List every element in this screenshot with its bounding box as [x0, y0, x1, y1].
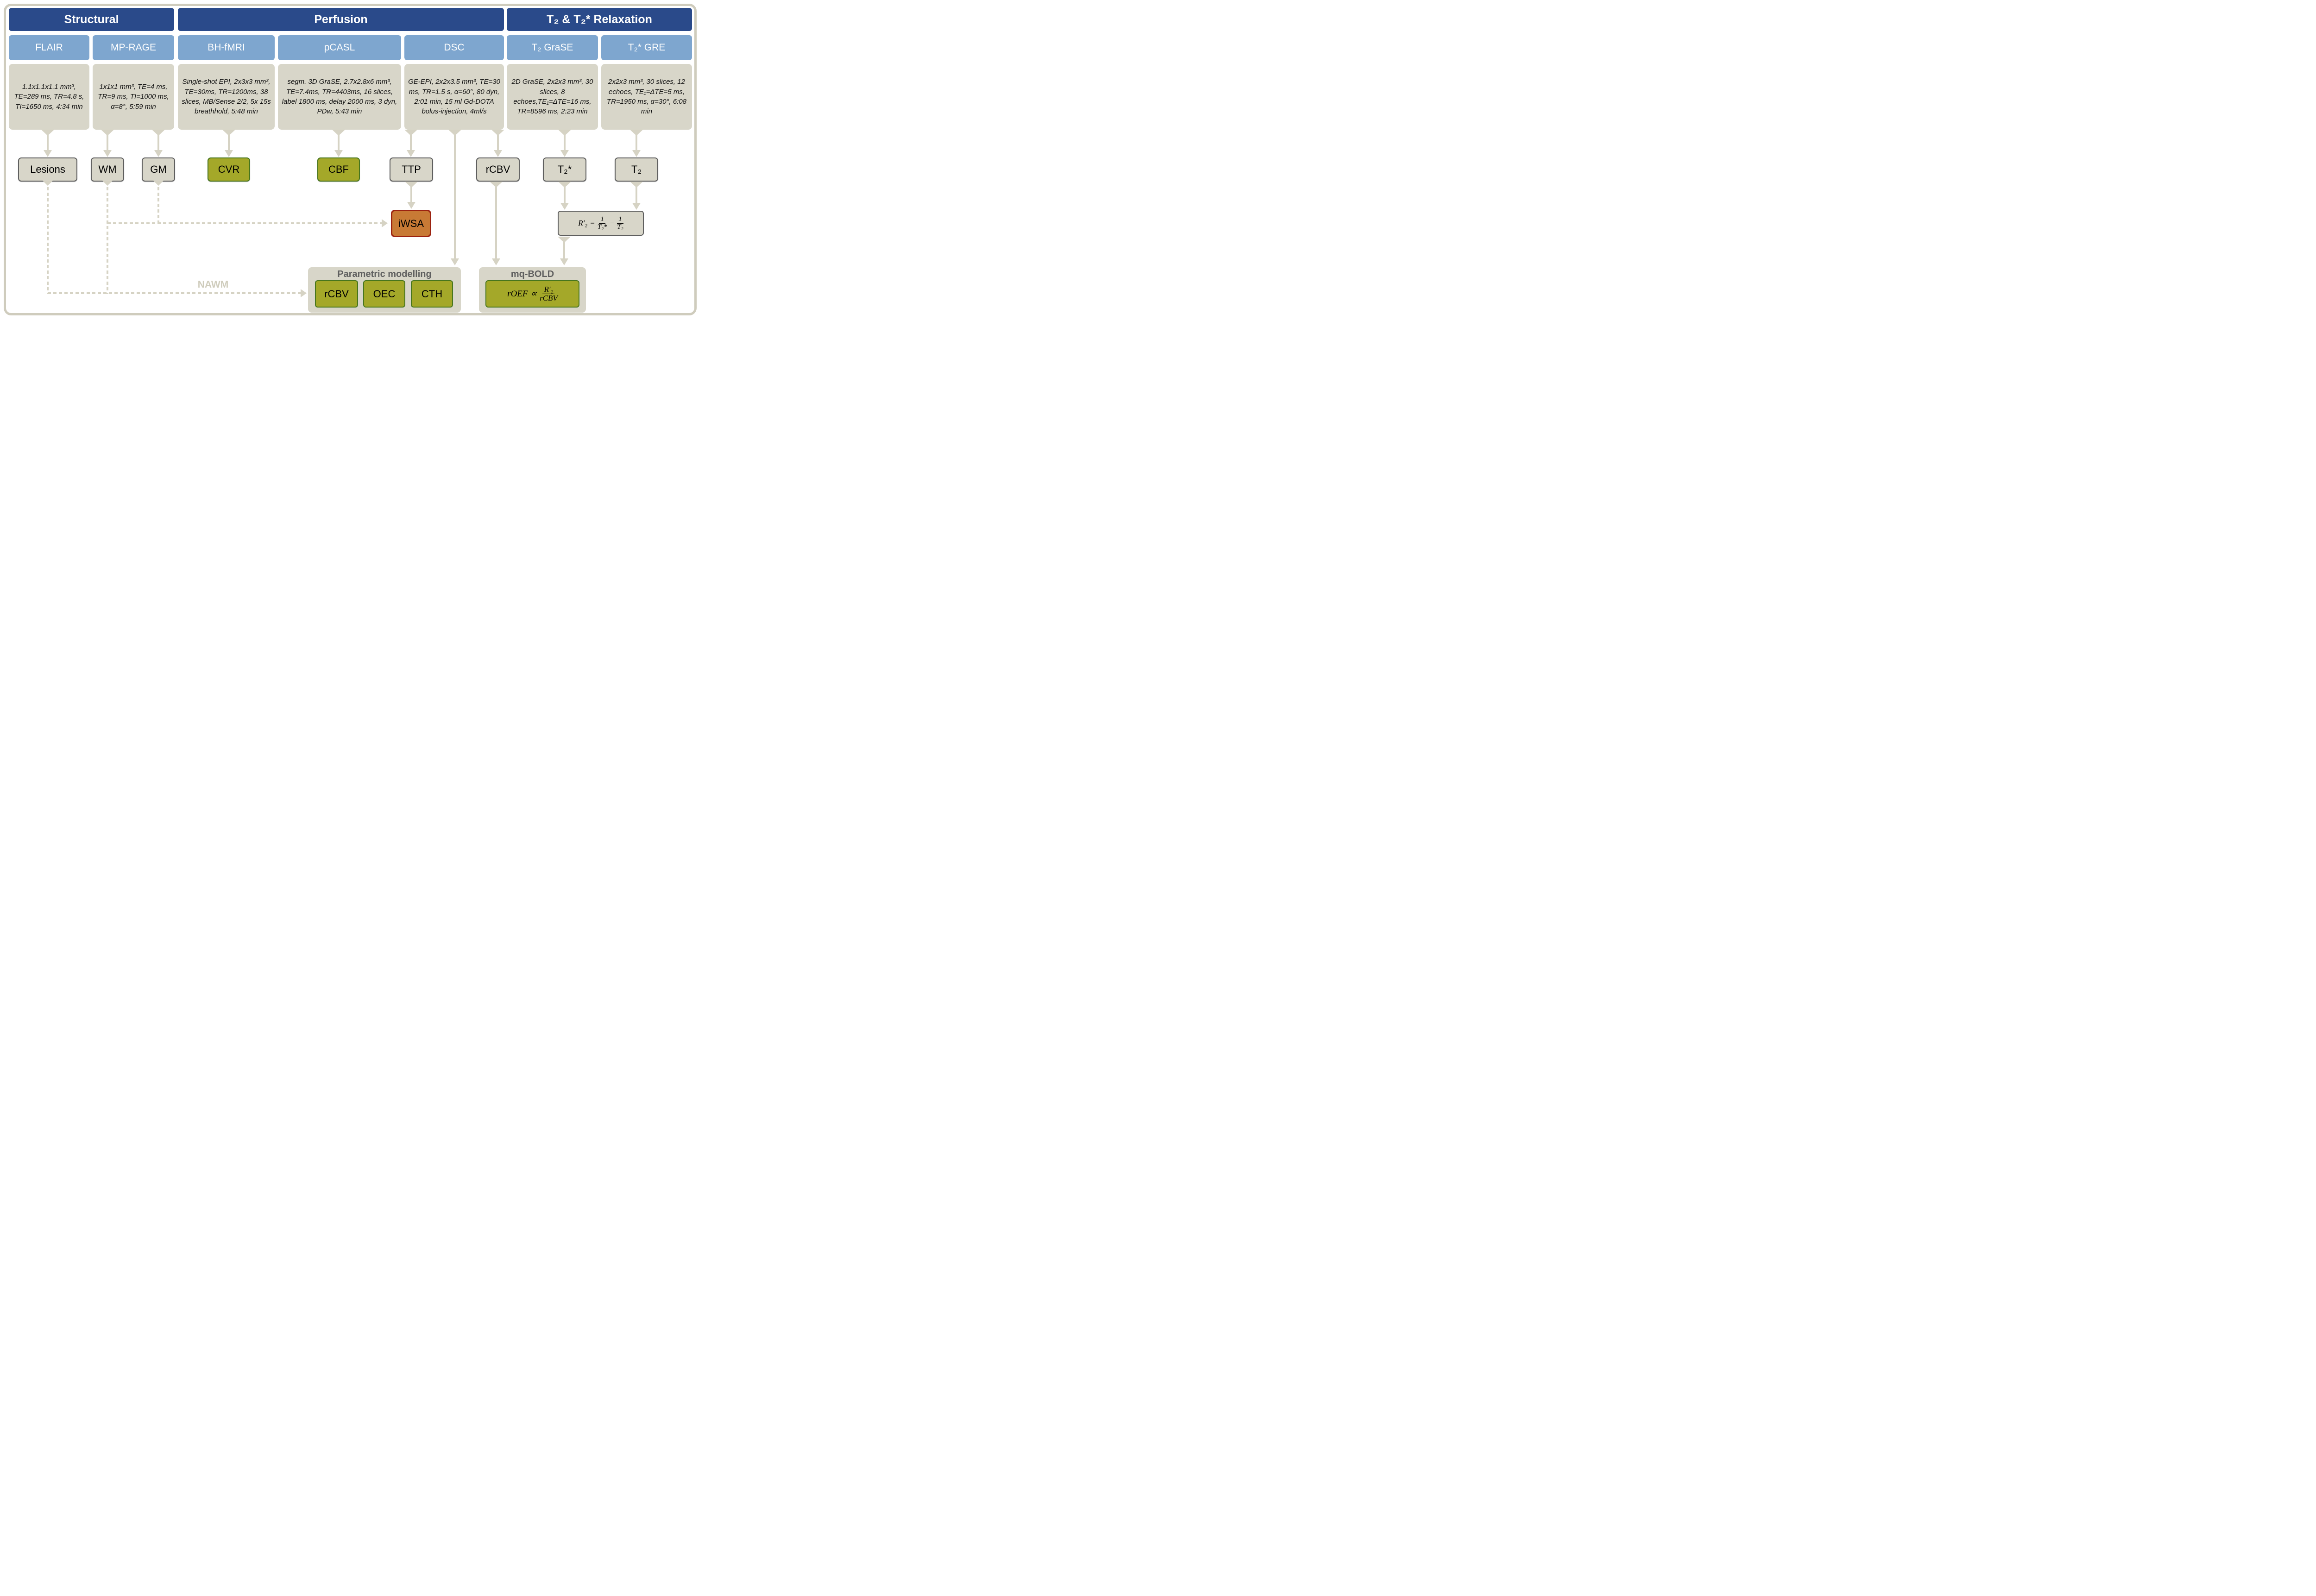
arrow-t2star-eq — [558, 182, 571, 210]
map-box-t2: T₂ — [615, 157, 658, 182]
dash-wm-down — [102, 181, 113, 294]
mqbold-title: mq-BOLD — [510, 269, 554, 279]
map-box-gm: GM — [142, 157, 175, 182]
arrow-dsc-ttp — [404, 130, 417, 157]
arrow-t2grase-t2star — [558, 130, 571, 157]
r2prime-equation-box: R′₂ = 1 T₂* − 1 T₂ — [558, 211, 644, 236]
subheader-pcasl: pCASL — [278, 35, 401, 60]
map-box-wm: WM — [91, 157, 124, 182]
arrow-mprage-wm — [101, 130, 114, 157]
nawm-label: NAWM — [197, 279, 229, 290]
arrow-t2stargre-t2 — [630, 130, 643, 157]
parametric-modelling-panel: Parametric modelling rCBV OEC CTH — [308, 267, 461, 313]
mqbold-eq-propto: ∝ — [530, 289, 537, 299]
mqbold-eq-num: R′₂ — [542, 285, 555, 294]
dash-wmgm-to-iwsa — [107, 219, 388, 227]
mqbold-eq-den: rCBV — [540, 294, 558, 302]
params-mprage: 1x1x1 mm³, TE=4 ms, TR=9 ms, TI=1000 ms,… — [93, 64, 174, 130]
subheader-dsc: DSC — [404, 35, 504, 60]
output-box-oec: OEC — [363, 280, 405, 308]
dash-gm-down — [153, 181, 164, 224]
mri-protocol-diagram: Structural Perfusion T₂ & T₂* Relaxation… — [0, 0, 700, 319]
dash-nawm-to-parametric — [48, 289, 307, 297]
arrow-ttp-iwsa — [405, 182, 418, 209]
header-relaxation: T₂ & T₂* Relaxation — [507, 8, 692, 31]
map-box-lesions: Lesions — [18, 157, 77, 182]
mqbold-panel: mq-BOLD rOEF ∝ R′₂ rCBV — [479, 267, 586, 313]
arrow-dsc-parametric — [448, 130, 461, 265]
eq-lhs: R′₂ — [578, 219, 588, 227]
dash-lesions-down — [43, 181, 53, 294]
map-box-cvr: CVR — [208, 157, 250, 182]
iwsa-box: iWSA — [391, 210, 431, 237]
params-t2grase: 2D GraSE, 2x2x3 mm³, 30 slices, 8 echoes… — [507, 64, 598, 130]
eq-frac2: 1 T₂ — [617, 215, 623, 231]
params-bhfmri: Single-shot EPI, 2x3x3 mm³, TE=30ms, TR=… — [178, 64, 275, 130]
subheader-mprage: MP-RAGE — [93, 35, 174, 60]
params-dsc: GE-EPI, 2x2x3.5 mm³, TE=30 ms, TR=1.5 s,… — [404, 64, 504, 130]
header-structural: Structural — [9, 8, 174, 31]
output-box-cth: CTH — [411, 280, 453, 308]
eq-frac2-den: T₂ — [617, 223, 623, 231]
params-flair: 1.1x1.1x1.1 mm³, TE=289 ms, TR=4.8 s, TI… — [9, 64, 89, 130]
arrow-t2-eq — [630, 182, 643, 210]
map-box-cbf: CBF — [317, 157, 360, 182]
eq-frac1-den: T₂* — [597, 223, 607, 231]
arrow-pcasl-cbf — [332, 130, 345, 157]
header-perfusion: Perfusion — [178, 8, 504, 31]
subheader-t2stargre: T₂* GRE — [601, 35, 692, 60]
mqbold-equation-box: rOEF ∝ R′₂ rCBV — [485, 280, 579, 308]
mqbold-eq-lhs: rOEF — [507, 289, 528, 299]
map-box-t2star: T₂* — [543, 157, 586, 182]
subheader-t2grase: T₂ GraSE — [507, 35, 598, 60]
arrow-mprage-gm — [152, 130, 165, 157]
eq-frac1-num: 1 — [599, 215, 605, 224]
subheader-flair: FLAIR — [9, 35, 89, 60]
mqbold-eq-frac: R′₂ rCBV — [540, 285, 558, 302]
subheader-bhfmri: BH-fMRI — [178, 35, 275, 60]
eq-frac1: 1 T₂* — [597, 215, 607, 231]
eq-equals: = — [590, 219, 595, 227]
eq-frac2-num: 1 — [617, 215, 623, 224]
params-pcasl: segm. 3D GraSE, 2.7x2.8x6 mm³, TE=7.4ms,… — [278, 64, 401, 130]
eq-minus: − — [609, 219, 615, 227]
arrow-eq-mqbold — [558, 237, 571, 265]
params-t2stargre: 2x2x3 mm³, 30 slices, 12 echoes, TE₁=ΔTE… — [601, 64, 692, 130]
arrow-dsc-rcbv — [491, 130, 504, 157]
map-box-ttp: TTP — [390, 157, 433, 182]
output-box-rcbv: rCBV — [315, 280, 358, 308]
arrow-bhfmri-cvr — [222, 130, 235, 157]
arrow-flair-lesions — [41, 130, 54, 157]
map-box-rcbv: rCBV — [476, 157, 520, 182]
parametric-modelling-title: Parametric modelling — [337, 269, 432, 279]
arrow-rcbv-mqbold — [490, 182, 503, 265]
